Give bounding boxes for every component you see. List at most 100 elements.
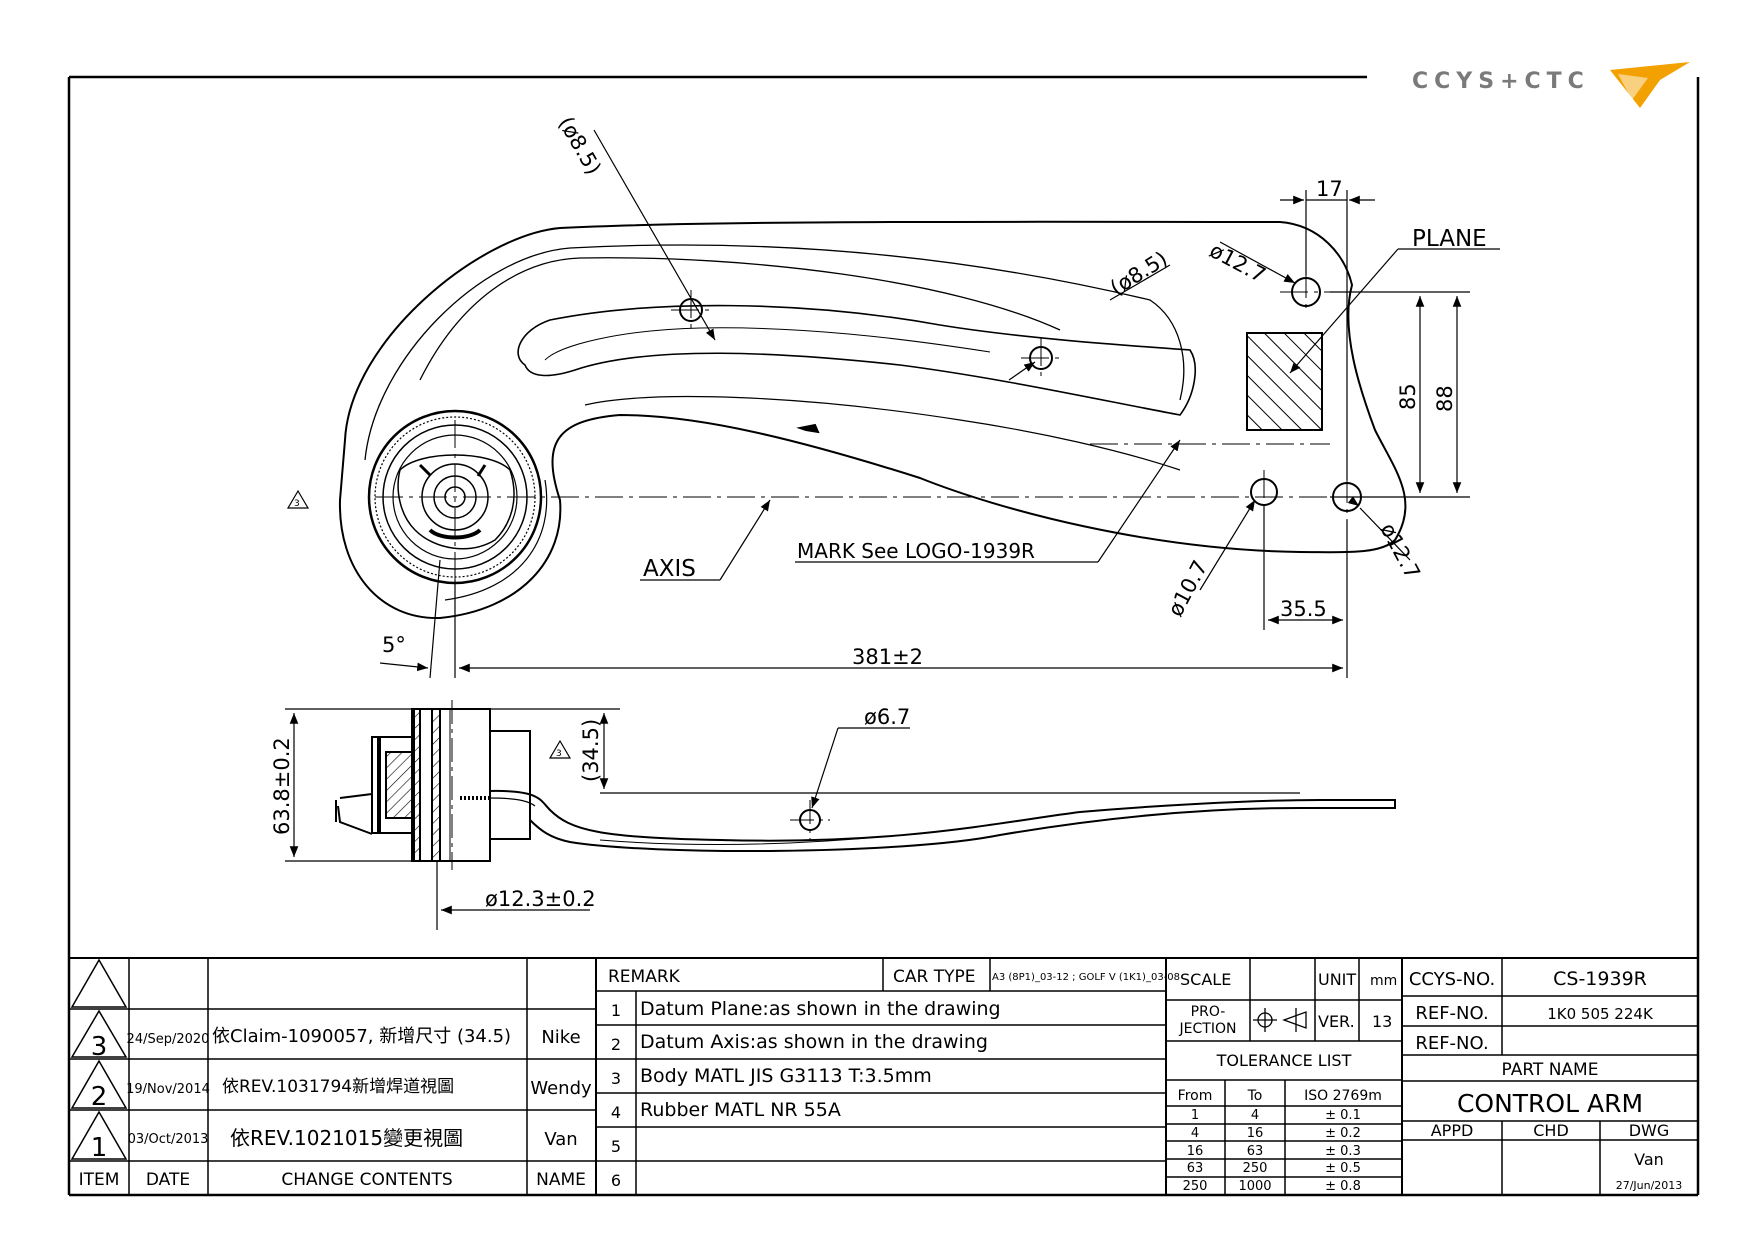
dim-hole-top: (ø8.5)	[554, 113, 606, 179]
dim-hole-right-bottom: ø12.7	[1376, 519, 1425, 583]
dim-side-hole: ø6.7	[864, 705, 910, 729]
dwg-date: 27/Jun/2013	[1616, 1179, 1683, 1192]
header-contents: CHANGE CONTENTS	[281, 1170, 452, 1190]
header-date: DATE	[146, 1170, 190, 1190]
svg-text:± 0.8: ± 0.8	[1325, 1179, 1361, 1194]
rev-name-3: Nike	[541, 1027, 580, 1048]
svg-text:250: 250	[1183, 1179, 1208, 1194]
svg-text:JECTION: JECTION	[1179, 1021, 1237, 1037]
svg-text:4: 4	[611, 1103, 621, 1122]
ref-no-value: 1K0 505 224K	[1547, 1005, 1654, 1023]
remark-1: Datum Plane:as shown in the drawing	[640, 998, 1001, 1020]
control-arm-side-view	[335, 708, 1396, 862]
svg-text:PRO-: PRO-	[1191, 1004, 1226, 1020]
dim-offset-35-5: 35.5	[1280, 597, 1327, 621]
svg-text:To: To	[1247, 1088, 1263, 1104]
svg-text:3: 3	[611, 1069, 621, 1088]
title-block-grid	[69, 958, 1698, 1195]
ver-value: 13	[1372, 1012, 1392, 1031]
dwg-label: DWG	[1629, 1121, 1670, 1140]
svg-text:63: 63	[1247, 1144, 1264, 1159]
dim-side-dia: ø12.3±0.2	[485, 887, 596, 911]
svg-text:63: 63	[1187, 1161, 1204, 1176]
svg-text:± 0.2: ± 0.2	[1325, 1126, 1361, 1141]
svg-text:3: 3	[294, 499, 300, 509]
rev-item-2: 2	[91, 1082, 108, 1112]
dim-hole-small: ø10.7	[1163, 556, 1212, 620]
remark-label: REMARK	[608, 967, 681, 987]
car-type-value: A3 (8P1)_03-12 ; GOLF V (1K1)_03-08	[992, 972, 1180, 983]
part-name-value: CONTROL ARM	[1457, 1089, 1643, 1118]
svg-text:6: 6	[611, 1171, 621, 1190]
side-view-centerlines	[451, 700, 830, 870]
svg-text:± 0.3: ± 0.3	[1325, 1144, 1361, 1159]
top-view-dimensions	[379, 129, 1500, 679]
car-type-label: CAR TYPE	[893, 967, 975, 987]
svg-text:5: 5	[611, 1137, 621, 1156]
svg-text:1: 1	[611, 1001, 621, 1020]
rev-date-1: 03/Oct/2013	[128, 1132, 209, 1147]
svg-text:1000: 1000	[1238, 1179, 1271, 1194]
svg-text:2: 2	[611, 1035, 621, 1054]
part-name-label: PART NAME	[1502, 1060, 1599, 1080]
rev-name-1: Van	[544, 1129, 577, 1150]
title-block-text: 3 24/Sep/2020 依Claim-1090057, 新增尺寸 (34.5…	[79, 967, 1683, 1194]
ver-label: VER.	[1318, 1012, 1355, 1031]
dim-height-88: 88	[1433, 385, 1457, 412]
svg-text:3: 3	[556, 749, 562, 759]
svg-text:CCYS+CTC: CCYS+CTC	[1412, 69, 1590, 94]
svg-text:4: 4	[1191, 1126, 1199, 1141]
side-view-dimensions	[285, 708, 1300, 930]
rev-contents-3: 依Claim-1090057, 新增尺寸 (34.5)	[212, 1026, 511, 1047]
svg-text:16: 16	[1247, 1126, 1264, 1141]
dim-hole-mid: (ø8.5)	[1106, 247, 1172, 301]
svg-text:± 0.1: ± 0.1	[1325, 1108, 1361, 1123]
remark-4: Rubber MATL NR 55A	[640, 1099, 841, 1121]
rev-contents-2: 依REV.1031794新增焊道視圖	[222, 1077, 454, 1097]
dim-side-34-5: (34.5)	[579, 719, 603, 782]
label-axis: AXIS	[643, 556, 696, 582]
remark-3: Body MATL JIS G3113 T:3.5mm	[640, 1065, 932, 1087]
company-logo: CCYS+CTC	[1412, 62, 1690, 108]
ccys-no-label: CCYS-NO.	[1409, 969, 1495, 990]
dim-width-17: 17	[1316, 177, 1343, 201]
svg-text:± 0.5: ± 0.5	[1325, 1161, 1361, 1176]
header-name: NAME	[536, 1170, 586, 1190]
dim-side-height: 63.8±0.2	[270, 737, 294, 835]
appd-label: APPD	[1431, 1121, 1474, 1140]
revision-marker-top: 3	[286, 489, 310, 509]
rev-date-3: 24/Sep/2020	[127, 1032, 210, 1047]
rev-item-1: 1	[91, 1133, 108, 1163]
scale-label: SCALE	[1180, 970, 1231, 989]
rev-name-2: Wendy	[530, 1078, 592, 1099]
dim-angle: 5°	[382, 633, 406, 657]
svg-text:16: 16	[1187, 1144, 1204, 1159]
rev-date-2: 19/Nov/2014	[126, 1082, 210, 1097]
svg-text:ISO 2769m: ISO 2769m	[1304, 1088, 1382, 1104]
revision-marker-side: 3	[548, 739, 572, 759]
dim-hole-right-top: ø12.7	[1206, 238, 1270, 287]
remark-2: Datum Axis:as shown in the drawing	[640, 1031, 988, 1053]
ref-no-label-2: REF-NO.	[1415, 1033, 1488, 1054]
dim-height-85: 85	[1396, 383, 1420, 410]
dwg-name: Van	[1634, 1150, 1664, 1169]
unit-label: UNIT	[1318, 970, 1356, 989]
header-item: ITEM	[79, 1170, 120, 1190]
svg-text:4: 4	[1251, 1108, 1259, 1123]
side-view-dimension-text: 63.8±0.2 (34.5) ø6.7 ø12.3±0.2	[270, 705, 910, 911]
rev-item-3: 3	[91, 1032, 108, 1062]
label-plane: PLANE	[1412, 226, 1487, 252]
tolerance-title: TOLERANCE LIST	[1216, 1051, 1352, 1070]
svg-text:1: 1	[1191, 1108, 1199, 1123]
rev-contents-1: 依REV.1021015變更視圖	[230, 1126, 463, 1150]
dim-length: 381±2	[852, 645, 923, 669]
ref-no-label: REF-NO.	[1415, 1003, 1488, 1024]
svg-text:From: From	[1178, 1088, 1213, 1104]
label-mark: MARK See LOGO-1939R	[797, 539, 1035, 563]
projection-symbol-icon	[1253, 1008, 1307, 1032]
top-view-centerlines	[375, 270, 1380, 580]
ccys-no-value: CS-1939R	[1553, 968, 1647, 990]
chd-label: CHD	[1533, 1121, 1569, 1140]
svg-text:250: 250	[1243, 1161, 1268, 1176]
